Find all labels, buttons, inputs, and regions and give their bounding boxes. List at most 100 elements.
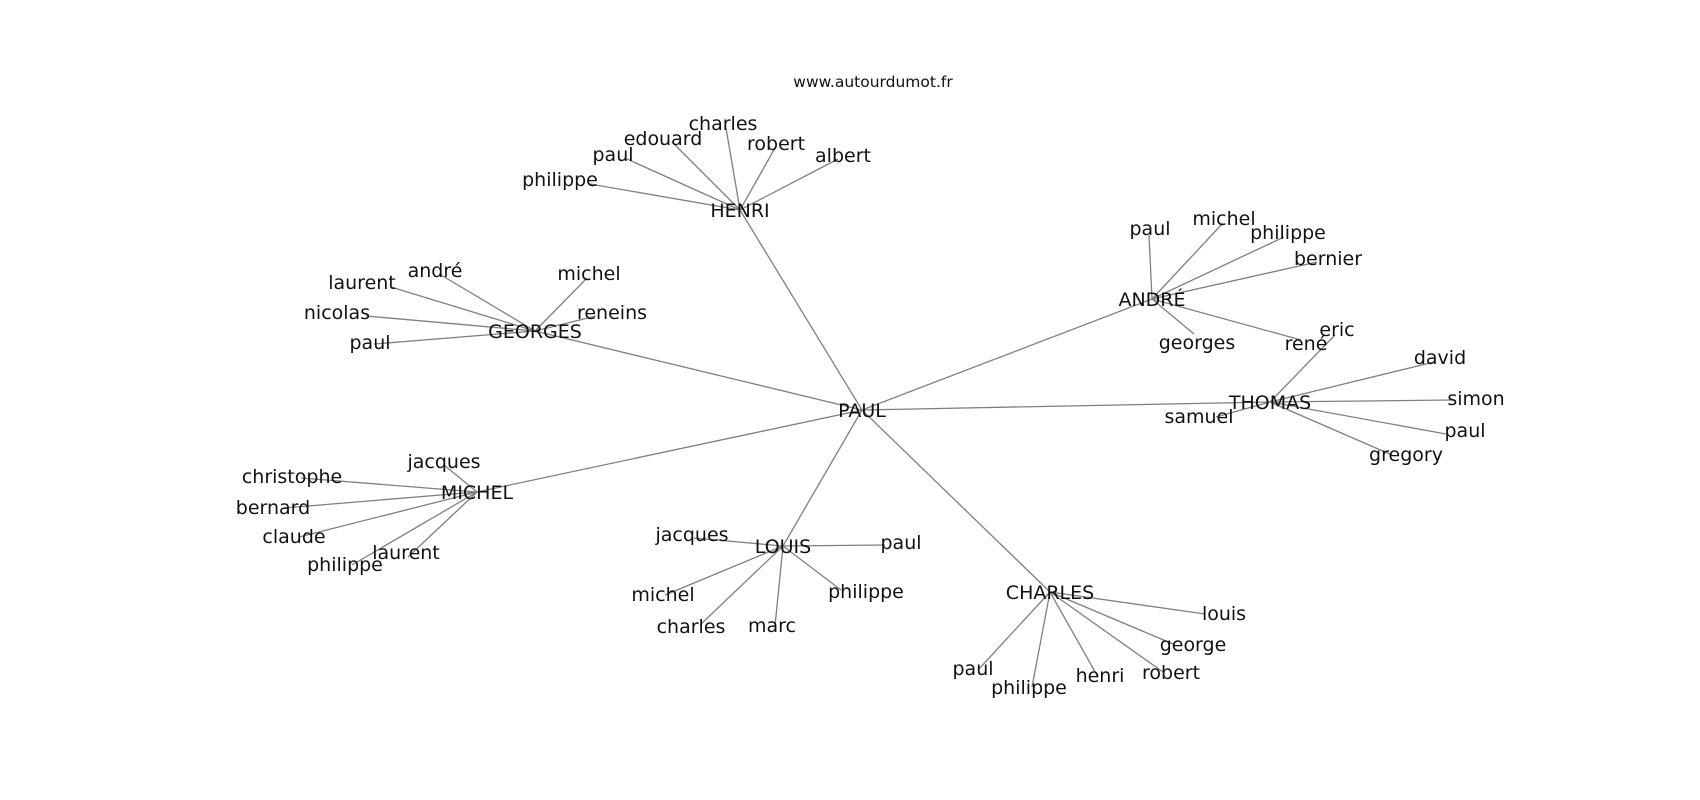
node-leaf-henri-philippe: philippe bbox=[522, 169, 598, 191]
node-leaf-thomas-samuel: samuel bbox=[1164, 406, 1233, 428]
node-hub-michel: MICHEL bbox=[441, 482, 514, 504]
edge-thomas-eric bbox=[1269, 334, 1336, 403]
edge-charles-louis bbox=[1049, 591, 1206, 615]
node-leaf-georges-laurent: laurent bbox=[328, 272, 396, 294]
graph-edges bbox=[283, 127, 1453, 688]
node-leaf-henri-edouard: edouard bbox=[624, 128, 703, 150]
node-leaf-louis-jacques: jacques bbox=[654, 524, 728, 546]
edge-charles-robert bbox=[1049, 591, 1164, 673]
edge-andre-philippe bbox=[1151, 236, 1285, 300]
edge-thomas-gregory bbox=[1269, 401, 1393, 456]
node-leaf-henri-albert: albert bbox=[815, 145, 871, 167]
node-leaf-louis-michel: michel bbox=[631, 584, 694, 606]
edge-georges-reneins bbox=[534, 315, 597, 332]
edge-louis-michel bbox=[664, 545, 784, 596]
node-leaf-georges-andre: andré bbox=[408, 260, 463, 282]
node-leaf-charles-george: george bbox=[1160, 634, 1227, 656]
node-hub-georges: GEORGES bbox=[488, 321, 582, 343]
node-leaf-michel-philippe: philippe bbox=[307, 554, 383, 576]
edge-charles-philippe bbox=[1031, 591, 1051, 688]
edge-michel-laurent bbox=[407, 491, 478, 558]
node-leaf-louis-philippe: philippe bbox=[828, 581, 904, 603]
edge-charles-paul bbox=[977, 591, 1051, 671]
edge-henri-albert bbox=[739, 158, 839, 211]
edge-henri-paul bbox=[626, 158, 741, 211]
node-leaf-henri-robert: robert bbox=[747, 133, 805, 155]
node-leaf-andre-michel: michel bbox=[1192, 208, 1255, 230]
edge-michel-claude bbox=[298, 491, 478, 538]
edge-louis-jacques bbox=[693, 537, 784, 547]
edge-thomas-simon bbox=[1269, 399, 1453, 403]
edge-georges-paul bbox=[373, 330, 536, 345]
node-leaf-georges-reneins: reneins bbox=[577, 302, 647, 324]
edge-michel-philippe bbox=[351, 491, 478, 566]
node-leaf-henri-paul: paul bbox=[592, 144, 633, 166]
node-leaf-andre-georges: georges bbox=[1159, 332, 1236, 354]
graph-labels: PAUL HENRIphilippepauledouardcharlesrobe… bbox=[236, 113, 1505, 699]
edge-paul-charles bbox=[861, 409, 1051, 593]
node-center-paul: PAUL bbox=[838, 400, 886, 422]
edge-thomas-samuel bbox=[1215, 401, 1271, 418]
node-leaf-andre-bernier: bernier bbox=[1294, 248, 1362, 270]
node-leaf-charles-louis: louis bbox=[1202, 603, 1246, 625]
node-hub-thomas: THOMAS bbox=[1228, 392, 1311, 414]
edge-louis-paul bbox=[782, 544, 886, 547]
node-hub-louis: LOUIS bbox=[755, 536, 811, 558]
edge-louis-charles bbox=[699, 545, 784, 626]
edge-henri-charles bbox=[725, 127, 741, 211]
edge-thomas-david bbox=[1269, 361, 1435, 403]
node-leaf-charles-paul: paul bbox=[952, 658, 993, 680]
edge-henri-philippe bbox=[589, 183, 741, 211]
edge-georges-andre bbox=[440, 274, 536, 332]
node-leaf-louis-paul: paul bbox=[880, 532, 921, 554]
edge-paul-andre bbox=[861, 298, 1153, 411]
edge-henri-edouard bbox=[671, 141, 741, 211]
node-leaf-thomas-simon: simon bbox=[1447, 388, 1504, 410]
node-leaf-louis-marc: marc bbox=[748, 615, 796, 637]
node-leaf-charles-henri: henri bbox=[1076, 665, 1125, 687]
node-leaf-charles-robert: robert bbox=[1142, 662, 1200, 684]
node-leaf-georges-nicolas: nicolas bbox=[304, 302, 370, 324]
edge-andre-rene bbox=[1151, 298, 1302, 341]
edge-andre-bernier bbox=[1151, 261, 1318, 300]
node-leaf-georges-michel: michel bbox=[557, 263, 620, 285]
edge-paul-michel bbox=[476, 409, 863, 493]
edge-georges-nicolas bbox=[365, 315, 536, 332]
node-leaf-michel-claude: claude bbox=[262, 526, 325, 548]
node-leaf-thomas-eric: eric bbox=[1319, 319, 1354, 341]
edge-michel-jacques bbox=[443, 464, 478, 493]
node-leaf-louis-charles: charles bbox=[657, 616, 726, 638]
node-leaf-thomas-paul: paul bbox=[1444, 420, 1485, 442]
node-hub-henri: HENRI bbox=[710, 200, 769, 222]
edge-louis-philippe bbox=[782, 545, 842, 591]
node-leaf-michel-laurent: laurent bbox=[372, 542, 440, 564]
node-hub-andre: ANDRÉ bbox=[1118, 288, 1185, 311]
node-leaf-georges-paul: paul bbox=[349, 332, 390, 354]
edge-georges-michel bbox=[534, 277, 588, 332]
site-watermark: www.autourdumot.fr bbox=[793, 73, 953, 91]
edge-michel-christophe bbox=[300, 477, 478, 493]
edge-paul-thomas bbox=[861, 401, 1271, 411]
node-leaf-charles-philippe: philippe bbox=[991, 677, 1067, 699]
node-leaf-michel-jacques: jacques bbox=[406, 451, 480, 473]
edge-andre-georges bbox=[1151, 298, 1195, 335]
edge-thomas-paul bbox=[1269, 401, 1447, 435]
edge-andre-paul bbox=[1148, 234, 1153, 300]
node-leaf-henri-charles: charles bbox=[689, 113, 758, 135]
node-leaf-michel-bernard: bernard bbox=[236, 497, 310, 519]
node-leaf-andre-paul: paul bbox=[1129, 218, 1170, 240]
edge-charles-george bbox=[1049, 591, 1174, 645]
edge-henri-robert bbox=[739, 147, 776, 211]
edge-georges-laurent bbox=[390, 286, 536, 332]
node-hub-charles: CHARLES bbox=[1006, 582, 1094, 604]
node-leaf-thomas-gregory: gregory bbox=[1369, 444, 1443, 466]
edge-paul-louis bbox=[782, 409, 863, 547]
edge-paul-georges bbox=[534, 330, 863, 411]
edge-michel-bernard bbox=[283, 491, 478, 509]
edge-charles-henri bbox=[1049, 591, 1099, 678]
edge-louis-marc bbox=[774, 545, 784, 627]
node-leaf-andre-philippe: philippe bbox=[1250, 222, 1326, 244]
node-leaf-thomas-david: david bbox=[1414, 347, 1466, 369]
node-leaf-andre-rene: rené bbox=[1285, 333, 1328, 355]
